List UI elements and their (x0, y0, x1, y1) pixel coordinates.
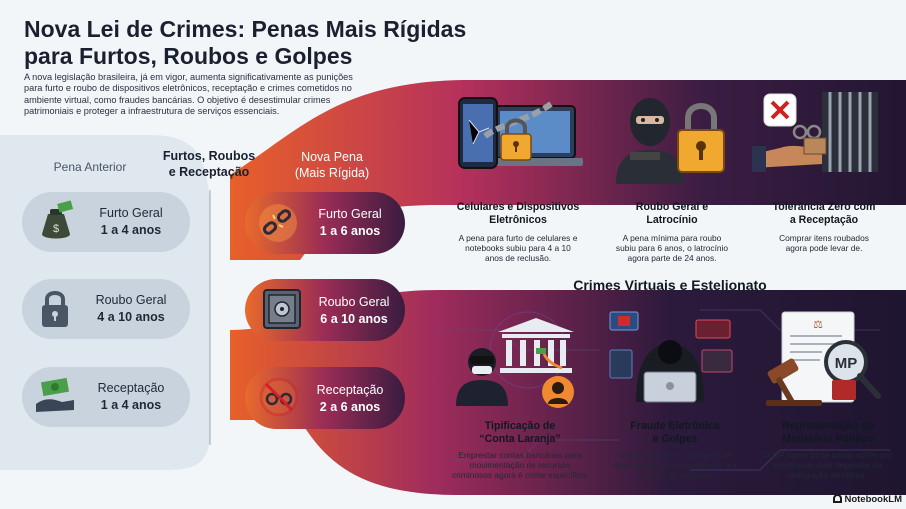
card-devices-title-1: Celulares e Dispositivos (456, 201, 580, 213)
old-furto-label: Furto Geral 1 a 4 anos (76, 205, 186, 239)
card-mp-title-2: Ministério Público (782, 432, 874, 445)
money-bag-icon: $ (36, 200, 76, 244)
card-mp-body: O MP agora pode iniciar ações por esteli… (763, 450, 893, 481)
virtual-crimes-title: Crimes Virtuais e Estelionato (573, 277, 767, 293)
card-conta-laranja-title-1: Tipificação de (484, 420, 556, 432)
old-furto-value: 1 a 4 anos (100, 223, 162, 237)
new-roubo-label: Roubo Geral 6 a 10 anos (304, 294, 404, 328)
old-receptacao-value: 1 a 4 anos (100, 398, 162, 412)
safe-icon (262, 288, 302, 332)
category-header-line-1: Furtos, Roubos (162, 149, 256, 163)
card-receptacao: Tolerância Zero com a Receptação Comprar… (746, 201, 902, 253)
card-receptacao-title-1: Tolerância Zero com (772, 201, 876, 213)
card-latrocinio-title-1: Roubo Geral e (635, 201, 709, 213)
new-roubo-name: Roubo Geral (318, 295, 390, 309)
old-receptacao-label: Receptação 1 a 4 anos (76, 380, 186, 414)
new-roubo-value: 6 a 10 anos (320, 312, 388, 326)
title-line-1: Nova Lei de Crimes: Penas Mais Rígidas (24, 16, 467, 42)
money-hand-icon (34, 376, 78, 416)
page-title: Nova Lei de Crimes: Penas Mais Rígidas p… (24, 16, 494, 70)
title-line-2: para Furtos, Roubos e Golpes (24, 43, 353, 69)
card-fraude-body: Golpes virtuais e clonagem de dispositiv… (613, 450, 737, 481)
card-conta-laranja-body: Emprestar contas bancárias para moviment… (452, 450, 588, 481)
svg-text:$: $ (53, 223, 59, 235)
mp-gavel-icon: ⚖ MP (762, 306, 892, 410)
card-fraude: Fraude Eletrônica e Golpes Golpes virtua… (600, 420, 750, 481)
card-latrocinio-body: A pena mínima para roubo subiu para 6 an… (615, 233, 729, 264)
handcuffs-jail-icon (752, 88, 882, 188)
chained-devices-icon (455, 92, 585, 192)
new-penalty-header: Nova Pena (Mais Rígida) (272, 149, 392, 181)
category-header-line-2: e Receptação (168, 165, 250, 179)
robber-padlock-icon (600, 88, 730, 188)
new-furto-label: Furto Geral 1 a 6 anos (300, 206, 400, 240)
old-receptacao-name: Receptação (97, 381, 165, 395)
brand-icon (833, 494, 843, 503)
old-penalty-header: Pena Anterior (53, 160, 127, 174)
bank-fraud-icon (452, 310, 582, 410)
new-receptacao-name: Receptação (316, 383, 384, 397)
card-conta-laranja-title-2: “Conta Laranja” (479, 432, 561, 445)
no-handcuffs-icon (258, 376, 300, 418)
new-penalty-header-line-1: Nova Pena (301, 150, 363, 164)
card-devices: Celulares e Dispositivos Eletrônicos A p… (438, 201, 598, 264)
card-ministerio-publico: Representação do Ministério Público O MP… (750, 420, 906, 481)
old-roubo-label: Roubo Geral 4 a 10 anos (76, 292, 186, 326)
card-devices-body: A pena para furto de celulares e noteboo… (458, 233, 578, 264)
new-receptacao-label: Receptação 2 a 6 anos (300, 382, 400, 416)
padlock-icon (38, 288, 72, 330)
card-mp-title-1: Representação do (782, 420, 874, 432)
category-header: Furtos, Roubos e Receptação (150, 148, 268, 180)
new-furto-name: Furto Geral (318, 207, 382, 221)
card-devices-title-2: Eletrônicos (489, 213, 547, 226)
intro-paragraph: A nova legislação brasileira, já em vigo… (24, 72, 353, 117)
brand-name: NotebookLM (844, 494, 902, 505)
hacker-laptop-icon (606, 306, 736, 410)
old-roubo-value: 4 a 10 anos (97, 310, 165, 324)
new-penalty-header-line-2: (Mais Rígida) (294, 166, 370, 180)
svg-text:⚖: ⚖ (813, 319, 823, 331)
card-latrocinio-title-2: Latrocínio (646, 213, 698, 226)
card-receptacao-body: Comprar itens roubados agora pode levar … (779, 233, 869, 254)
card-receptacao-title-2: a Receptação (789, 213, 859, 226)
old-furto-name: Furto Geral (99, 206, 163, 220)
new-receptacao-value: 2 a 6 anos (319, 400, 381, 414)
card-latrocinio: Roubo Geral e Latrocínio A pena mínima p… (598, 201, 746, 264)
card-fraude-title-1: Fraude Eletrônica (630, 420, 720, 432)
card-conta-laranja: Tipificação de “Conta Laranja” Emprestar… (440, 420, 600, 481)
new-furto-value: 1 a 6 anos (319, 224, 381, 238)
svg-text:MP: MP (835, 355, 858, 372)
card-fraude-title-2: e Golpes (652, 432, 698, 445)
broken-chain-icon (258, 202, 298, 244)
notebooklm-logo: NotebookLM (833, 494, 902, 505)
old-roubo-name: Roubo Geral (95, 293, 167, 307)
